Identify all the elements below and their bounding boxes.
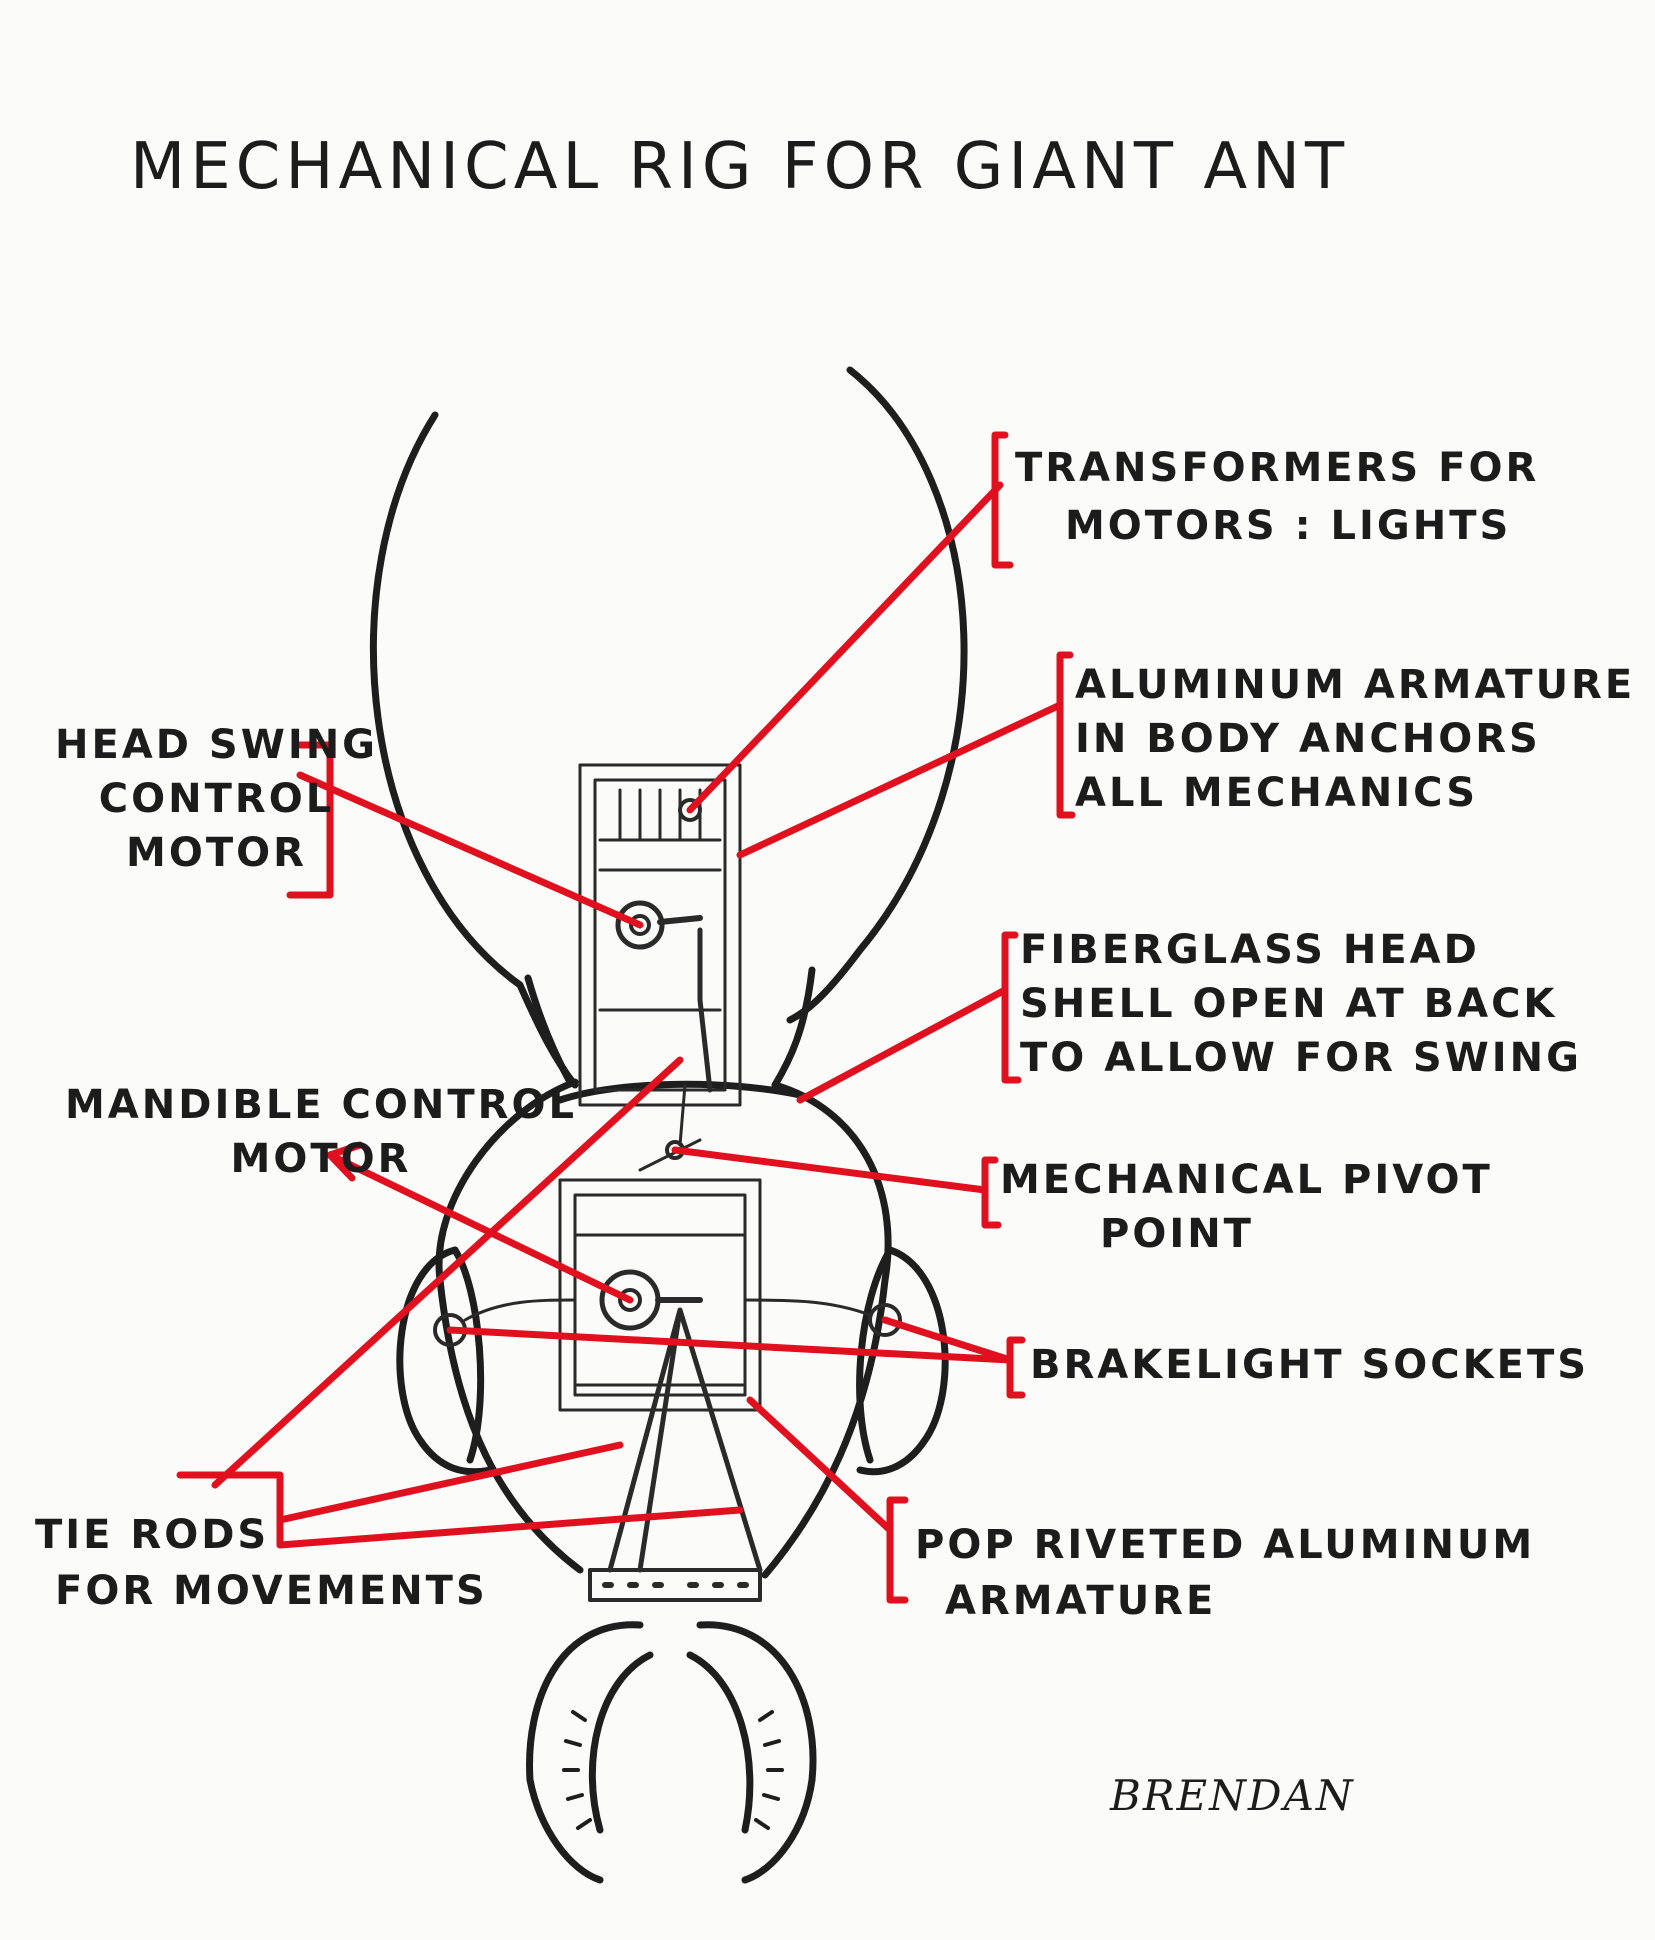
leader-brakelight-right [881, 1316, 1014, 1364]
right-brakelight-socket [868, 1303, 902, 1337]
label-line: Tie Rods [35, 1512, 270, 1558]
armature-sketch [433, 763, 902, 1602]
lower-armature-frame [558, 1178, 762, 1412]
leader-pivot [671, 1146, 989, 1194]
label-line: in body anchors [1075, 716, 1541, 762]
label-line: for Movements [55, 1568, 488, 1614]
ant-head-top [556, 1080, 804, 1104]
label-brakelight-sockets: Brakelight Sockets [1030, 1345, 1589, 1385]
arrow-mandible [326, 1141, 364, 1182]
label-line: Point [1100, 1211, 1254, 1257]
bracket-head-swing [286, 741, 334, 899]
mandible-left-inner [588, 1651, 654, 1834]
label-pivot-point: Mechanical Pivot Point [1000, 1160, 1493, 1254]
label-line: Armature [945, 1578, 1217, 1624]
right-eye-outline [856, 1246, 949, 1476]
leader-tie-rods-upper [211, 1056, 684, 1489]
ant-body-outline-right [786, 366, 968, 1024]
bracket-aluminum-armature [1056, 651, 1076, 819]
bracket-tie-rods [176, 1471, 284, 1549]
label-line: Motors : Lights [1065, 503, 1512, 549]
leader-transformers [686, 481, 1004, 814]
head-swing-motor [615, 900, 665, 950]
label-line: Control [98, 776, 335, 822]
label-line: Fiberglass head [1020, 927, 1480, 973]
leader-head-swing [296, 771, 644, 929]
ant-neck-right [771, 966, 816, 1089]
label-line: Mandible Control [65, 1082, 577, 1128]
artist-signature: Brendan [1110, 1771, 1355, 1820]
left-eye-outline [396, 1246, 494, 1476]
bracket-pivot [981, 1156, 1002, 1229]
label-line: shell open at back [1020, 981, 1558, 1027]
label-line: Transformers for [1015, 445, 1540, 491]
mandible-teeth [562, 1710, 784, 1830]
left-eye-inner [451, 1246, 485, 1464]
label-transformers: Transformers for Motors : Lights [1015, 448, 1539, 546]
label-aluminum-armature: Aluminum Armature in body anchors all me… [1075, 665, 1635, 813]
leader-brakelight-left [446, 1326, 1014, 1364]
leader-fiberglass [796, 986, 1009, 1104]
label-pop-riveted: Pop Riveted Aluminum Armature [915, 1525, 1535, 1621]
bracket-pop-riveted [886, 1496, 909, 1604]
leader-tie-rods-b [276, 1506, 744, 1549]
tie-rod-triangle [607, 1307, 763, 1573]
mandible-left [526, 1621, 644, 1884]
leader-mandible [326, 1151, 634, 1304]
label-line: Pop Riveted Aluminum [915, 1522, 1536, 1568]
label-line: Head Swing [55, 722, 379, 768]
label-line: Motor [126, 830, 307, 876]
transformer-socket [678, 798, 702, 822]
mandible-right-inner [686, 1651, 754, 1834]
leader-lines [176, 431, 1076, 1604]
mandible-right [696, 1621, 817, 1884]
upper-armature-frame [578, 763, 742, 1107]
bracket-brakelight [1006, 1336, 1026, 1399]
ant-body-outline [370, 411, 579, 1089]
ant-neck-left [524, 974, 574, 1086]
page-title: Mechanical Rig for Giant Ant [130, 130, 1350, 204]
label-line: Motor [230, 1136, 412, 1182]
pop-rivet-plate [588, 1568, 762, 1602]
label-line: Brakelight Sockets [1030, 1342, 1590, 1388]
label-fiberglass-head: Fiberglass head shell open at back to al… [1020, 930, 1582, 1078]
transformer-coils [618, 788, 702, 842]
label-head-swing: Head Swing Control Motor [55, 725, 378, 873]
label-line: Aluminum Armature [1075, 662, 1636, 708]
label-tie-rods: Tie Rods for Movements [30, 1515, 488, 1611]
label-mandible-control: Mandible Control Motor [65, 1085, 577, 1179]
label-line: Mechanical Pivot [1000, 1157, 1493, 1203]
leader-tie-rods-a [276, 1441, 624, 1524]
bracket-transformers [991, 431, 1014, 569]
leader-aluminum-armature [736, 701, 1064, 859]
leader-pop-riveted [746, 1396, 894, 1534]
label-line: to allow for swing [1020, 1035, 1582, 1081]
bracket-fiberglass [1001, 931, 1022, 1084]
label-line: all mechanics [1075, 770, 1479, 816]
